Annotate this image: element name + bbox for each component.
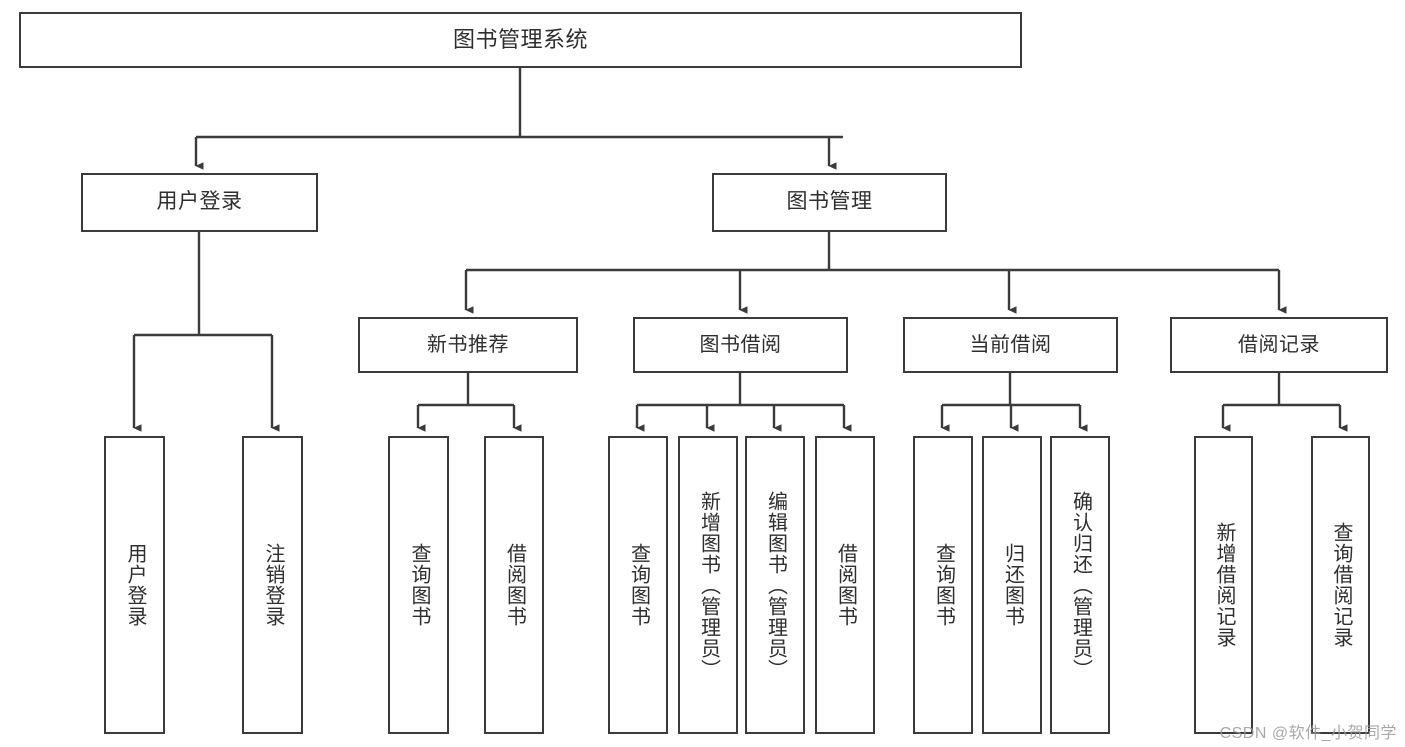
node-book-manage[interactable]: 图书管理 — [712, 173, 947, 232]
node-leaf-borrow-book-1-label: 借阅图书 — [503, 543, 526, 627]
node-leaf-user-login[interactable]: 用户登录 — [104, 436, 165, 734]
node-leaf-add-record[interactable]: 新增借阅记录 — [1194, 436, 1253, 734]
node-leaf-query-record-label: 查询借阅记录 — [1330, 522, 1352, 648]
node-leaf-add-book-label: 新增图书（管理员） — [697, 490, 720, 680]
csdn-watermark: CSDN @软件_小贺同学 — [1219, 725, 1397, 742]
node-current-borrow-label: 当前借阅 — [969, 333, 1052, 356]
node-leaf-query-book-2[interactable]: 查询图书 — [608, 436, 668, 734]
node-leaf-edit-book-label: 编辑图书（管理员） — [764, 490, 787, 680]
node-leaf-query-book-2-label: 查询图书 — [627, 543, 650, 627]
node-leaf-borrow-book-2-label: 借阅图书 — [834, 543, 857, 627]
node-new-book-rec[interactable]: 新书推荐 — [358, 317, 578, 373]
node-leaf-add-record-label: 新增借阅记录 — [1213, 522, 1235, 648]
node-new-book-rec-label: 新书推荐 — [427, 333, 509, 356]
node-leaf-confirm-return[interactable]: 确认归还（管理员） — [1050, 436, 1110, 734]
node-user-login-label: 用户登录 — [156, 190, 243, 214]
node-root-label: 图书管理系统 — [452, 27, 588, 53]
node-leaf-logout-label: 注销登录 — [262, 543, 284, 627]
node-leaf-query-book-3-label: 查询图书 — [932, 543, 955, 627]
node-leaf-query-book-3[interactable]: 查询图书 — [913, 436, 973, 734]
node-leaf-confirm-return-label: 确认归还（管理员） — [1069, 490, 1092, 680]
node-leaf-user-login-label: 用户登录 — [124, 543, 146, 627]
node-root[interactable]: 图书管理系统 — [19, 12, 1022, 68]
node-book-borrow[interactable]: 图书借阅 — [633, 317, 848, 373]
node-leaf-query-record[interactable]: 查询借阅记录 — [1311, 436, 1370, 734]
node-leaf-return-book[interactable]: 归还图书 — [982, 436, 1042, 734]
node-leaf-borrow-book-2[interactable]: 借阅图书 — [815, 436, 875, 734]
node-borrow-record[interactable]: 借阅记录 — [1170, 317, 1388, 373]
node-leaf-query-book-1-label: 查询图书 — [408, 543, 430, 627]
node-user-login[interactable]: 用户登录 — [81, 173, 318, 232]
node-leaf-borrow-book-1[interactable]: 借阅图书 — [484, 436, 544, 734]
node-book-manage-label: 图书管理 — [786, 190, 873, 214]
node-book-borrow-label: 图书借阅 — [699, 333, 782, 356]
node-leaf-add-book[interactable]: 新增图书（管理员） — [678, 436, 738, 734]
node-current-borrow[interactable]: 当前借阅 — [903, 317, 1118, 373]
node-leaf-edit-book[interactable]: 编辑图书（管理员） — [745, 436, 805, 734]
node-borrow-record-label: 借阅记录 — [1238, 333, 1320, 356]
node-leaf-logout[interactable]: 注销登录 — [242, 436, 303, 734]
node-leaf-query-book-1[interactable]: 查询图书 — [388, 436, 449, 734]
node-leaf-return-book-label: 归还图书 — [1001, 543, 1024, 627]
